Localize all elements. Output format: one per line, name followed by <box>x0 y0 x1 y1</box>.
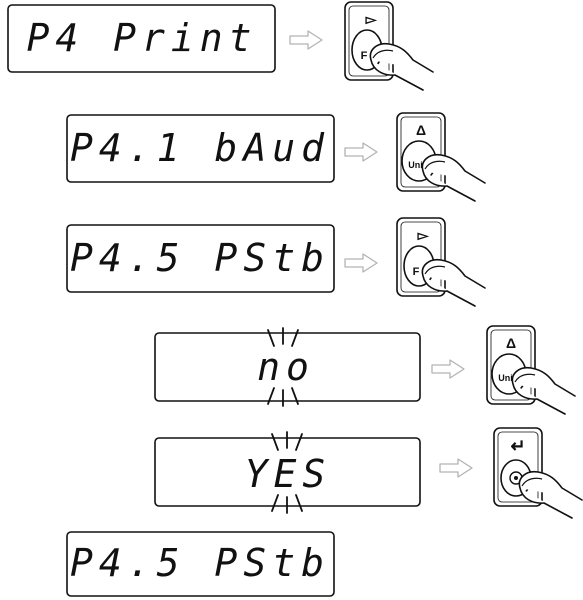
key-label: Unit <box>408 160 426 170</box>
finger-icon <box>518 470 583 519</box>
lcd-text: P4.5 PStb <box>70 541 330 585</box>
display-row-6: P4.5 PStb <box>66 531 335 597</box>
lcd-text: P4 Print <box>26 16 257 60</box>
finger-icon <box>511 366 576 415</box>
arrow-icon <box>289 30 323 50</box>
lcd-text: P4.5 PStb <box>70 236 330 280</box>
blink-indicator-icon <box>267 327 299 407</box>
f-key[interactable]: ▻ F <box>344 1 434 91</box>
key-label: Unit <box>498 373 516 383</box>
triangle-up-icon: Δ <box>416 122 426 138</box>
triangle-right-icon: ▻ <box>417 227 430 243</box>
key-label: F <box>361 50 368 62</box>
arrow-icon <box>431 359 465 379</box>
finger-icon <box>369 42 434 91</box>
display-row-2: P4.1 bAud <box>66 114 335 183</box>
arrow-icon <box>344 142 378 162</box>
blink-indicator-icon <box>271 431 303 514</box>
triangle-up-icon: Δ <box>506 335 516 351</box>
lcd-text: YES <box>245 452 332 496</box>
lcd-display <box>66 114 335 183</box>
triangle-right-icon: ▻ <box>365 11 378 27</box>
lcd-display <box>7 4 276 73</box>
key-label: F <box>413 266 420 278</box>
enter-key[interactable]: ↵ <box>493 427 583 519</box>
lcd-text: P4.1 bAud <box>70 126 330 170</box>
arrow-icon <box>344 253 378 273</box>
lcd-display <box>66 224 335 293</box>
unit-key[interactable]: Δ Unit <box>396 112 486 202</box>
display-row-3: P4.5 PStb <box>66 224 335 293</box>
finger-icon <box>421 153 486 202</box>
enter-arrow-icon: ↵ <box>510 436 525 456</box>
display-row-5: YES <box>154 431 421 514</box>
unit-key[interactable]: Δ Unit <box>486 325 576 415</box>
finger-icon <box>421 258 486 307</box>
f-key[interactable]: ▻ F <box>396 217 486 307</box>
display-row-1: P4 Print <box>7 4 276 73</box>
display-row-4: no <box>154 327 421 407</box>
lcd-display <box>66 531 335 597</box>
lcd-display <box>154 332 421 402</box>
arrow-icon <box>439 458 473 478</box>
lcd-text: no <box>257 345 315 389</box>
